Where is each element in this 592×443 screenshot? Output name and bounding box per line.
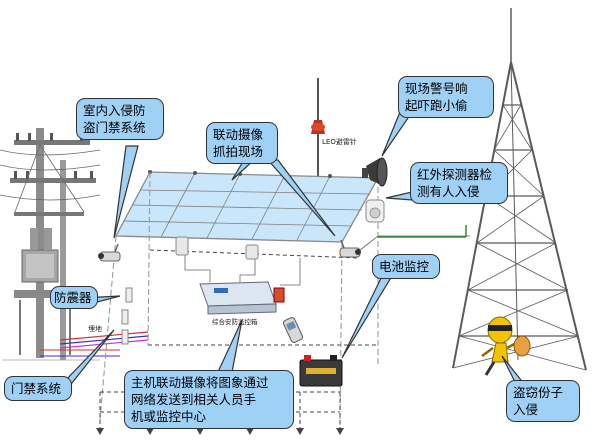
callout-battery-monitor: 电池监控: [372, 254, 440, 279]
callout-line: 防震器: [54, 290, 92, 305]
callout-line: 机或监控中心: [131, 409, 207, 424]
callout-line: 室内入侵防: [83, 103, 146, 118]
lightning-rod-label: LEO避雷针: [322, 138, 357, 146]
callout-access-control: 门禁系统: [4, 376, 72, 401]
controller-box-icon: [199, 281, 285, 315]
callout-intruder: 盗窃份子 入侵: [506, 380, 580, 422]
siren-icon: [362, 157, 388, 187]
callout-line: 门禁系统: [11, 381, 62, 396]
battery-icon: [299, 355, 343, 387]
callout-linked-camera: 联动摄像 抓拍现场: [206, 122, 278, 164]
building-frame: [59, 170, 470, 435]
callout-line: 盗窃份子: [513, 385, 564, 400]
door-sensor-icon: [121, 287, 133, 345]
callout-alarm-horn: 现场警号响 起吓跑小偷: [398, 76, 494, 118]
callout-line: 测有人入侵: [417, 184, 480, 199]
ground-label: 埋地: [88, 325, 102, 333]
infrared-detector-icon: [365, 199, 385, 223]
callout-line: 盗门禁系统: [83, 120, 146, 135]
callout-line: 电池监控: [379, 259, 430, 274]
lattice-tower-icon: [452, 8, 587, 371]
callout-line: 网络发送到相关人员手: [131, 392, 257, 407]
camera-icon: [339, 239, 361, 258]
roof-sensor-icon: [175, 236, 259, 260]
callout-line: 抓拍现场: [213, 144, 264, 159]
lightning-rod-icon: [311, 78, 325, 188]
callout-line: 现场警号响: [405, 81, 468, 96]
callout-line: 红外探测器检: [417, 167, 493, 182]
callout-line: 入侵: [513, 402, 539, 417]
callout-line: 主机联动摄像将图象通过: [131, 375, 269, 390]
callout-seismic-detector: 防震器: [50, 286, 98, 309]
callout-line: 联动摄像: [213, 127, 264, 142]
controller-box-label: 综合安防监控箱: [212, 318, 258, 326]
callout-infrared-detector: 红外探测器检 测有人入侵: [410, 162, 508, 204]
callout-pointers: [61, 111, 526, 389]
camera-icon: [98, 243, 121, 262]
callout-host-linkage: 主机联动摄像将图象通过 网络发送到相关人员手 机或监控中心: [124, 370, 294, 429]
callout-line: 起吓跑小偷: [405, 98, 468, 113]
callout-indoor-intrusion: 室内入侵防 盗门禁系统: [76, 98, 164, 140]
utility-pole-icon: [0, 128, 120, 361]
mobile-phone-icon: [282, 317, 304, 343]
intruder-figure-icon: [481, 316, 531, 376]
